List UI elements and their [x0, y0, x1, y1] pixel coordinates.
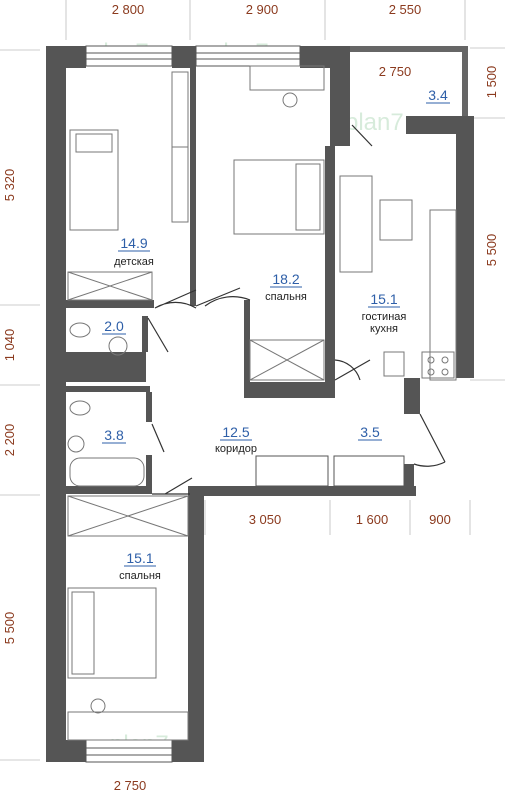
watermark: plan7 plan7 plan7 plan7: [90, 39, 404, 758]
furniture-bath: [67, 322, 145, 487]
room-bedroom1-label: спальня: [265, 291, 307, 303]
dim-left-2: 1 040: [2, 329, 17, 362]
room-hall-area: 3.5: [360, 424, 380, 440]
room-corridor-label: коридор: [215, 443, 257, 455]
furniture-kids: [67, 71, 189, 301]
furniture-living: [339, 175, 457, 381]
furniture-bedroom2: [67, 495, 189, 741]
room-balcony: 3.4: [426, 87, 450, 104]
dim-top-1: 2 800: [112, 2, 145, 17]
room-living-area: 15.1: [370, 291, 397, 307]
room-living: 15.1 гостиная кухня: [362, 291, 407, 335]
room-corridor: 12.5 коридор: [215, 424, 257, 455]
room-bedroom2: 15.1 спальня: [119, 550, 161, 582]
dim-inner-3: 900: [429, 512, 451, 527]
doors: [147, 124, 446, 495]
windows: [85, 45, 405, 763]
room-bedroom1-area: 18.2: [272, 271, 299, 287]
room-hall: 3.5: [358, 424, 382, 441]
room-living-label2: кухня: [370, 323, 398, 335]
dim-balcony: 2 750: [379, 64, 412, 79]
watermark-text-3: plan7: [345, 109, 404, 136]
room-wc-area: 2.0: [104, 318, 124, 334]
dim-bottom: 2 750: [114, 778, 147, 793]
dim-inner-2: 1 600: [356, 512, 389, 527]
room-bath-area: 3.8: [104, 427, 124, 443]
dim-top-3: 2 550: [389, 2, 422, 17]
dim-right-2: 5 500: [484, 234, 499, 267]
dim-left-4: 5 500: [2, 612, 17, 645]
walls: [46, 46, 474, 762]
room-bedroom2-label: спальня: [119, 570, 161, 582]
room-bedroom1: 18.2 спальня: [265, 271, 307, 303]
dim-left-1: 5 320: [2, 169, 17, 202]
room-wc: 2.0: [102, 318, 126, 335]
room-corridor-area: 12.5: [222, 424, 249, 440]
room-living-label: гостиная: [362, 311, 407, 323]
room-kids-label: детская: [114, 256, 154, 268]
dimension-lines: [0, 0, 505, 761]
room-kids-area: 14.9: [120, 235, 147, 251]
dim-inner-1: 3 050: [249, 512, 282, 527]
room-kids: 14.9 детская: [114, 235, 154, 268]
dim-top-2: 2 900: [246, 2, 279, 17]
dim-left-3: 2 200: [2, 424, 17, 457]
room-balcony-area: 3.4: [428, 87, 448, 103]
dim-right-1: 1 500: [484, 66, 499, 99]
room-bedroom2-area: 15.1: [126, 550, 153, 566]
furniture-bedroom1: [233, 65, 325, 381]
room-bath: 3.8: [102, 427, 126, 444]
